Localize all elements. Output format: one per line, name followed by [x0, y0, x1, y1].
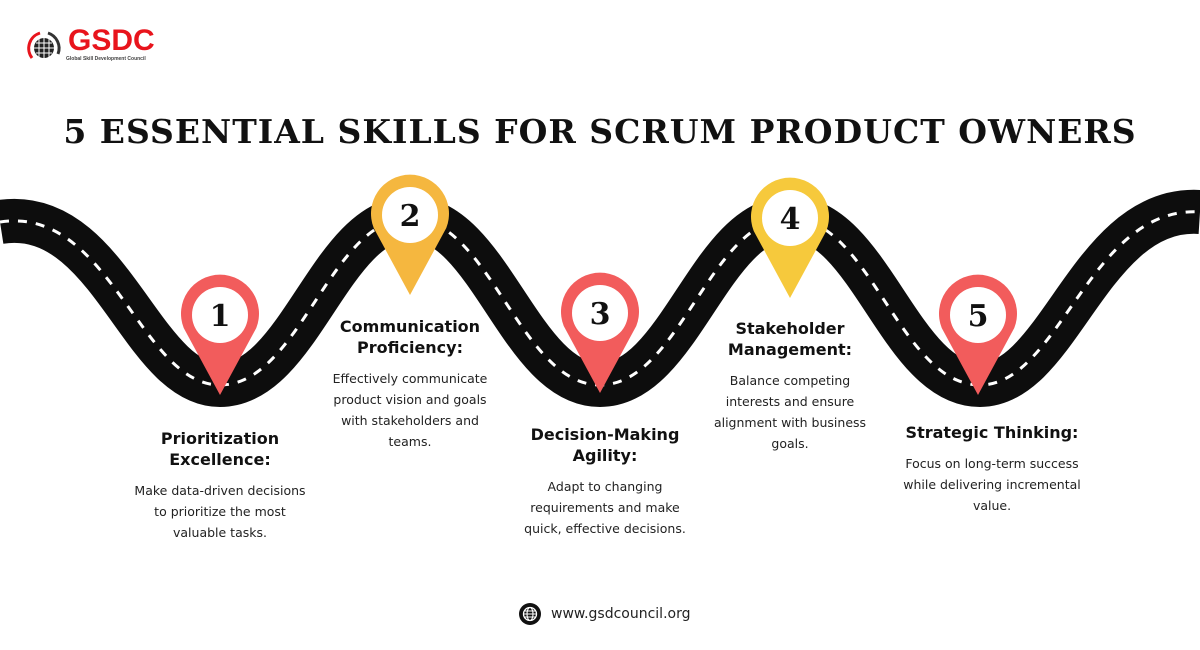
step-title: Stakeholder Management: — [727, 319, 853, 359]
footer: www.gsdcouncil.org — [519, 603, 690, 625]
step-text: Adapt to changing requirements and make … — [524, 479, 686, 536]
pin-inner-circle — [572, 285, 628, 341]
step-1: Prioritization Excellence: Make data-dri… — [130, 428, 310, 543]
step-text: Effectively communicate product vision a… — [332, 371, 488, 449]
step-text: Balance competing interests and ensure a… — [713, 373, 867, 451]
step-number: 3 — [590, 297, 611, 332]
step-text: Make data-driven decisions to prioritize… — [134, 483, 306, 540]
gsdc-logo: GSDC Global Skill Development Council — [26, 24, 166, 66]
step-3: Decision-Making Agility: Adapt to changi… — [515, 424, 695, 539]
page-title: 5 ESSENTIAL SKILLS FOR SCRUM PRODUCT OWN… — [63, 112, 1137, 151]
pin-marker-5: 5 — [939, 274, 1017, 395]
step-4: Stakeholder Management: Balance competin… — [705, 318, 875, 454]
step-number: 4 — [780, 202, 801, 237]
website-link[interactable]: www.gsdcouncil.org — [551, 606, 691, 622]
pin-marker-3: 3 — [561, 272, 639, 393]
pin-inner-circle — [762, 190, 818, 246]
step-number: 2 — [400, 199, 421, 234]
step-number: 1 — [210, 299, 231, 334]
step-2: Communication Proficiency: Effectively c… — [325, 316, 495, 452]
step-title: Strategic Thinking: — [905, 423, 1079, 442]
pin-inner-circle — [950, 287, 1006, 343]
step-title: Prioritization Excellence: — [160, 429, 280, 469]
step-5: Strategic Thinking: Focus on long-term s… — [892, 422, 1092, 516]
logo-subtitle: Global Skill Development Council — [66, 56, 146, 62]
step-number: 5 — [968, 299, 989, 334]
pin-marker-2: 2 — [371, 174, 449, 295]
step-title: Decision-Making Agility: — [530, 425, 680, 465]
globe-icon — [519, 603, 541, 625]
pin-marker-4: 4 — [751, 177, 829, 298]
globe-logo-icon — [27, 31, 61, 59]
pin-inner-circle — [192, 287, 248, 343]
logo-text: GSDC — [68, 24, 155, 57]
step-text: Focus on long-term success while deliver… — [903, 456, 1081, 513]
pin-marker-1: 1 — [180, 274, 259, 395]
pin-inner-circle — [382, 187, 438, 243]
step-title: Communication Proficiency: — [339, 317, 481, 357]
